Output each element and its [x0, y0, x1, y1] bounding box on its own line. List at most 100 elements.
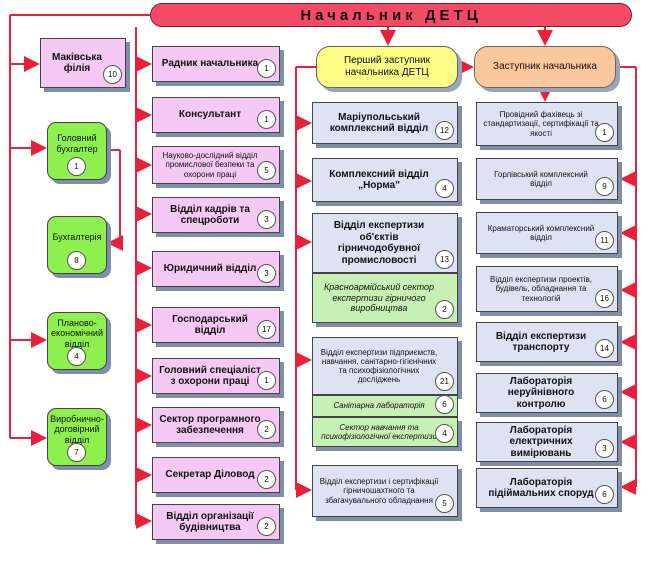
- box-label: Горлівський комплексний відділ: [494, 169, 588, 188]
- box-label: Консультант: [178, 109, 242, 121]
- planning-economic-dept-box: Планово-економічний відділ 4: [47, 312, 107, 370]
- box-label: Бухгалтерія: [52, 232, 102, 243]
- box-label: Комплексний відділ „Норма": [329, 168, 429, 192]
- ndt-lab-box: Лабораторія неруйнівного контролю 6: [476, 373, 618, 413]
- staff-count-badge: 5: [435, 494, 454, 513]
- staff-count-badge: 2: [257, 517, 276, 536]
- construction-dept-box: Відділ організації будівництва 2: [152, 504, 280, 540]
- staff-count-badge: 9: [595, 177, 614, 196]
- mining-equipment-dept-box: Відділ експертизи і сертифікації гірничо…: [312, 465, 458, 517]
- research-safety-dept-box: Науково-дослідний відділ промислової без…: [152, 146, 280, 184]
- hr-dept-box: Відділ кадрів та спецроботи 3: [152, 197, 280, 233]
- box-label: Сектор навчання та психофізіологічної ек…: [321, 422, 437, 441]
- staff-count-badge: 2: [257, 420, 276, 439]
- krasnoarmiisk-sector-box: Красноармійський сектор експертизи гірни…: [312, 273, 458, 323]
- head-of-detc-box: Начальник ДЕТЦ: [150, 3, 632, 27]
- staff-count-badge: 5: [257, 161, 276, 180]
- staff-count-badge: 1: [595, 123, 614, 142]
- projects-expertise-dept-box: Відділ експертизи проектів, будівель, об…: [476, 266, 618, 312]
- box-label: Відділ кадрів та спецроботи: [170, 203, 250, 227]
- software-sector-box: Сектор програмного забезпечення 2: [152, 407, 280, 443]
- box-label: Відділ організації будівництва: [166, 510, 254, 534]
- staff-count-badge: 1: [257, 371, 276, 390]
- staff-count-badge: 2: [435, 300, 454, 319]
- training-sector-box: Сектор навчання та психофізіологічної ек…: [312, 417, 458, 447]
- box-label: Красноармійський сектор експертизи гірни…: [323, 282, 435, 314]
- deputy-title: Заступник начальника: [493, 61, 597, 72]
- staff-count-badge: 6: [595, 390, 614, 409]
- deputy-box: Заступник начальника: [474, 46, 616, 88]
- mining-expertise-dept-box: Відділ експертизи об'єктів гірничодобувн…: [312, 213, 458, 273]
- staff-count-badge: 3: [595, 439, 614, 458]
- box-label: Секретар Діловод: [165, 469, 255, 481]
- staff-count-badge: 21: [435, 372, 454, 391]
- box-label: Лабораторія електричних вимірювань: [509, 424, 573, 459]
- box-label: Відділ експертизи транспорту: [495, 330, 587, 354]
- staff-count-badge: 8: [67, 251, 86, 270]
- box-label: Відділ експертизи проектів, будівель, об…: [490, 275, 592, 303]
- box-label: Маківська філія: [52, 51, 102, 75]
- staff-count-badge: 17: [257, 320, 276, 339]
- mariupol-dept-box: Маріупольський комплексний відділ 12: [312, 102, 458, 144]
- box-label: Маріупольський комплексний відділ: [329, 111, 429, 135]
- staff-count-badge: 14: [595, 339, 614, 358]
- staff-count-badge: 13: [435, 250, 454, 269]
- transport-expertise-dept-box: Відділ експертизи транспорту 14: [476, 322, 618, 362]
- labor-safety-specialist-box: Головний спеціаліст з охорони праці 1: [152, 358, 280, 394]
- kramatorsk-dept-box: Краматорський комплексний відділ 11: [476, 212, 618, 254]
- staff-count-badge: 11: [595, 231, 614, 250]
- consultant-box: Консультант 1: [152, 97, 280, 133]
- first-deputy-box: Перший заступник начальника ДЕТЦ: [316, 46, 458, 88]
- box-label: Лабораторія підіймальних споруд: [488, 476, 594, 500]
- norma-dept-box: Комплексний відділ „Норма" 4: [312, 158, 458, 202]
- box-label: Санітарна лабораторія: [333, 401, 425, 411]
- staff-count-badge: 16: [595, 289, 614, 308]
- staff-count-badge: 4: [435, 179, 454, 198]
- lifting-lab-box: Лабораторія підіймальних споруд 6: [476, 468, 618, 508]
- advisor-box: Радник начальника 1: [152, 46, 280, 82]
- box-label: Головний спеціаліст з охорони праці: [159, 364, 261, 388]
- production-contract-dept-box: Виробнично-договірний відділ 7: [47, 408, 107, 466]
- staff-count-badge: 4: [435, 424, 454, 443]
- box-label: Виробнично-договірний відділ: [50, 413, 104, 445]
- accounting-box: Бухгалтерія 8: [47, 216, 107, 274]
- box-label: Науково-дослідний відділ промислової без…: [162, 151, 258, 179]
- legal-dept-box: Юридичний відділ 3: [152, 251, 280, 287]
- staff-count-badge: 6: [595, 485, 614, 504]
- box-label: Сектор програмного забезпечення: [159, 413, 261, 437]
- first-deputy-title: Перший заступник начальника ДЕТЦ: [343, 55, 431, 78]
- box-label: Провідний фахівець зі стандартизації, се…: [483, 110, 599, 138]
- makiivka-branch-box: Маківська філія 10: [40, 38, 126, 88]
- household-dept-box: Господарський відділ 17: [152, 307, 280, 343]
- standardization-specialist-box: Провідний фахівець зі стандартизації, се…: [476, 102, 618, 146]
- box-label: Радник начальника: [161, 58, 259, 70]
- chief-accountant-box: Головний бухгалтер 1: [47, 122, 107, 180]
- box-label: Краматорський комплексний відділ: [487, 223, 595, 242]
- box-label: Відділ експертизи підприємств, навчання,…: [320, 347, 438, 385]
- enterprise-expertise-dept-box: Відділ експертизи підприємств, навчання,…: [312, 337, 458, 395]
- box-label: Юридичний відділ: [163, 263, 257, 275]
- staff-count-badge: 2: [257, 470, 276, 489]
- staff-count-badge: 3: [257, 210, 276, 229]
- staff-count-badge: 1: [257, 110, 276, 129]
- staff-count-badge: 6: [435, 395, 454, 414]
- box-label: Відділ експертизи і сертифікації гірничо…: [319, 477, 439, 505]
- staff-count-badge: 3: [257, 264, 276, 283]
- sanitary-lab-box: Санітарна лабораторія 6: [312, 395, 458, 417]
- staff-count-badge: 4: [67, 347, 86, 366]
- secretary-box: Секретар Діловод 2: [152, 457, 280, 493]
- staff-count-badge: 10: [103, 65, 122, 84]
- electrical-lab-box: Лабораторія електричних вимірювань 3: [476, 422, 618, 462]
- box-label: Господарський відділ: [172, 313, 248, 337]
- horlivka-dept-box: Горлівський комплексний відділ 9: [476, 158, 618, 200]
- staff-count-badge: 12: [435, 121, 454, 140]
- box-label: Відділ експертизи об'єктів гірничодобувн…: [333, 220, 425, 266]
- box-label: Головний бухгалтер: [56, 133, 98, 154]
- header-title: Начальник ДЕТЦ: [300, 6, 482, 24]
- box-label: Лабораторія неруйнівного контролю: [507, 375, 575, 410]
- staff-count-badge: 1: [67, 157, 86, 176]
- staff-count-badge: 1: [257, 59, 276, 78]
- box-label: Планово-економічний відділ: [51, 317, 103, 349]
- staff-count-badge: 7: [67, 443, 86, 462]
